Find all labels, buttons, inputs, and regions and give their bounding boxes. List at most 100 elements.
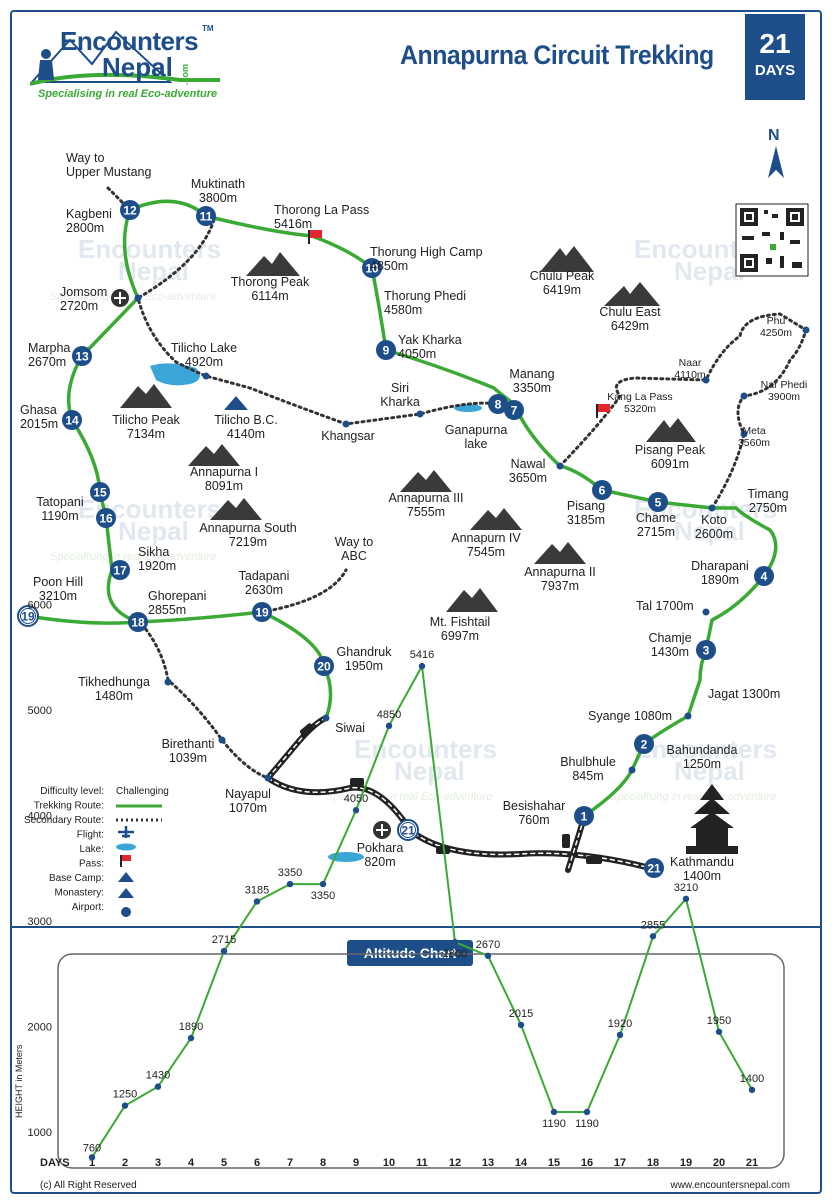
stop-number: 15 — [93, 486, 107, 500]
stop-marker-16[interactable]: 16 — [96, 508, 116, 528]
place-label-thorong-peak: 6114m — [251, 289, 288, 303]
data-points — [88, 662, 756, 1161]
place-label-nayapul: 1070m — [229, 801, 267, 815]
place-label-ghorepani: 2855m — [148, 603, 186, 617]
stop-number: 20 — [317, 660, 331, 674]
brand-logo[interactable]: Encounters Nepal TM .com Specialising in… — [30, 20, 230, 106]
data-point — [88, 1154, 96, 1161]
stop-marker-6[interactable]: 6 — [592, 480, 612, 500]
place-label-annapurna-i: Annapurna I — [190, 465, 258, 479]
data-point — [352, 807, 360, 814]
stop-number: 1 — [581, 810, 588, 824]
place-label-khangsar: Khangsar — [321, 429, 375, 443]
data-point — [286, 880, 294, 888]
stop-marker-1[interactable]: 1 — [574, 806, 594, 826]
kang-la-pass-flag-icon — [596, 404, 610, 418]
stop-number: 18 — [131, 616, 145, 630]
svg-text:Encounters: Encounters — [78, 234, 221, 264]
stop-marker-14[interactable]: 14 — [62, 410, 82, 430]
place-label-thorung-high-camp: 4850m — [370, 259, 408, 273]
stop-number: 8 — [495, 398, 502, 412]
stop-marker-17[interactable]: 17 — [110, 560, 130, 580]
kathmandu-temple-icon — [686, 784, 738, 854]
svg-text:Specialising in real Eco-adven: Specialising in real Eco-adventure — [50, 551, 216, 563]
data-point — [649, 933, 657, 940]
x-tick-label: 6 — [254, 1157, 260, 1169]
stop-marker-10[interactable]: 10 — [362, 258, 382, 278]
stop-marker-18[interactable]: 18 — [128, 612, 148, 632]
stop-number: 14 — [65, 414, 79, 428]
stop-marker-15[interactable]: 15 — [90, 482, 110, 502]
qr-code-icon[interactable] — [735, 203, 809, 277]
place-label-thorung-phedi: 4580m — [384, 303, 422, 317]
x-tick-label: 10 — [383, 1157, 395, 1169]
stop-number: 21 — [647, 862, 661, 876]
place-label-nayapul: Nayapul — [225, 787, 271, 801]
data-label: 3350 — [311, 890, 335, 902]
data-label: 1190 — [575, 1118, 599, 1130]
x-tick-label: 2 — [122, 1157, 128, 1169]
stop-marker-21[interactable]: 21 — [397, 819, 419, 841]
place-label-way-upper-mustang: Way to — [66, 151, 104, 165]
data-point — [484, 952, 492, 960]
data-label: 1920 — [608, 1018, 632, 1030]
place-label-poon-hill: 3210m — [39, 589, 77, 603]
place-label-ghandruk: Ghandruk — [337, 645, 393, 659]
stop-marker-5[interactable]: 5 — [648, 492, 668, 512]
place-label-syange: Syange 1080m — [588, 709, 672, 723]
route-map[interactable]: Encounters Nepal Specialising in real Ec… — [0, 0, 832, 926]
stop-marker-19[interactable]: 19 — [17, 605, 39, 627]
data-label: 1950 — [707, 1015, 731, 1027]
data-label: 4850 — [377, 709, 401, 721]
stop-marker-3[interactable]: 3 — [696, 640, 716, 660]
stop-marker-21[interactable]: 21 — [644, 858, 664, 878]
altitude-line — [91, 662, 753, 1158]
x-tick-label: 12 — [449, 1157, 461, 1169]
stop-number: 17 — [113, 564, 127, 578]
place-label-marpha: Marpha — [28, 341, 70, 355]
website-link[interactable]: www.encountersnepal.com — [670, 1180, 790, 1191]
stop-marker-2[interactable]: 2 — [634, 734, 654, 754]
place-label-nawal: Nawal — [511, 457, 546, 471]
svg-text:Specialising in real Eco-adven: Specialising in real Eco-adventure — [50, 291, 216, 303]
x-tick-label: 9 — [353, 1157, 359, 1169]
data-point — [385, 722, 393, 730]
stop-marker-4[interactable]: 4 — [754, 566, 774, 586]
place-label-mt-fishtail: Mt. Fishtail — [430, 615, 490, 629]
stop-marker-7[interactable]: 7 — [504, 400, 524, 420]
x-tick-label: 3 — [155, 1157, 161, 1169]
poster-frame — [10, 10, 822, 1194]
stop-marker-13[interactable]: 13 — [72, 346, 92, 366]
place-label-way-upper-mustang: Upper Mustang — [66, 165, 152, 179]
place-label-thorung-high-camp: Thorung High Camp — [370, 245, 483, 259]
place-label-bahundanda: 1250m — [683, 757, 721, 771]
stop-marker-12[interactable]: 12 — [120, 200, 140, 220]
data-label: 3185 — [245, 884, 269, 896]
mountain-icons — [120, 246, 696, 612]
stop-number: 21 — [401, 824, 415, 838]
x-tick-label: 13 — [482, 1157, 494, 1169]
place-label-bahundanda: Bahundanda — [667, 743, 738, 757]
data-label: 3210 — [674, 882, 698, 894]
x-tick-label: 19 — [680, 1157, 692, 1169]
secondary-routes — [106, 186, 808, 780]
stop-marker-11[interactable]: 11 — [196, 206, 216, 226]
place-label-way-abc: Way to — [335, 535, 373, 549]
x-axis-label: DAYS — [40, 1157, 70, 1169]
place-label-nawal: 3650m — [509, 471, 547, 485]
logo-trademark: TM — [202, 24, 214, 33]
stop-marker-8[interactable]: 8 — [488, 394, 508, 414]
stop-marker-9[interactable]: 9 — [376, 340, 396, 360]
chart-panel — [57, 953, 785, 1169]
data-labels: 7601250143018902715318533503350405048505… — [83, 649, 764, 1154]
data-point — [715, 1028, 723, 1035]
place-label-chamje: Chamje — [648, 631, 691, 645]
stop-marker-19[interactable]: 19 — [252, 602, 272, 622]
x-tick-label: 17 — [614, 1157, 626, 1169]
x-tick-label: 8 — [320, 1157, 326, 1169]
place-label-naar: Naar — [679, 357, 702, 369]
place-label-tadapani: 2630m — [245, 583, 283, 597]
stop-marker-20[interactable]: 20 — [314, 656, 334, 676]
